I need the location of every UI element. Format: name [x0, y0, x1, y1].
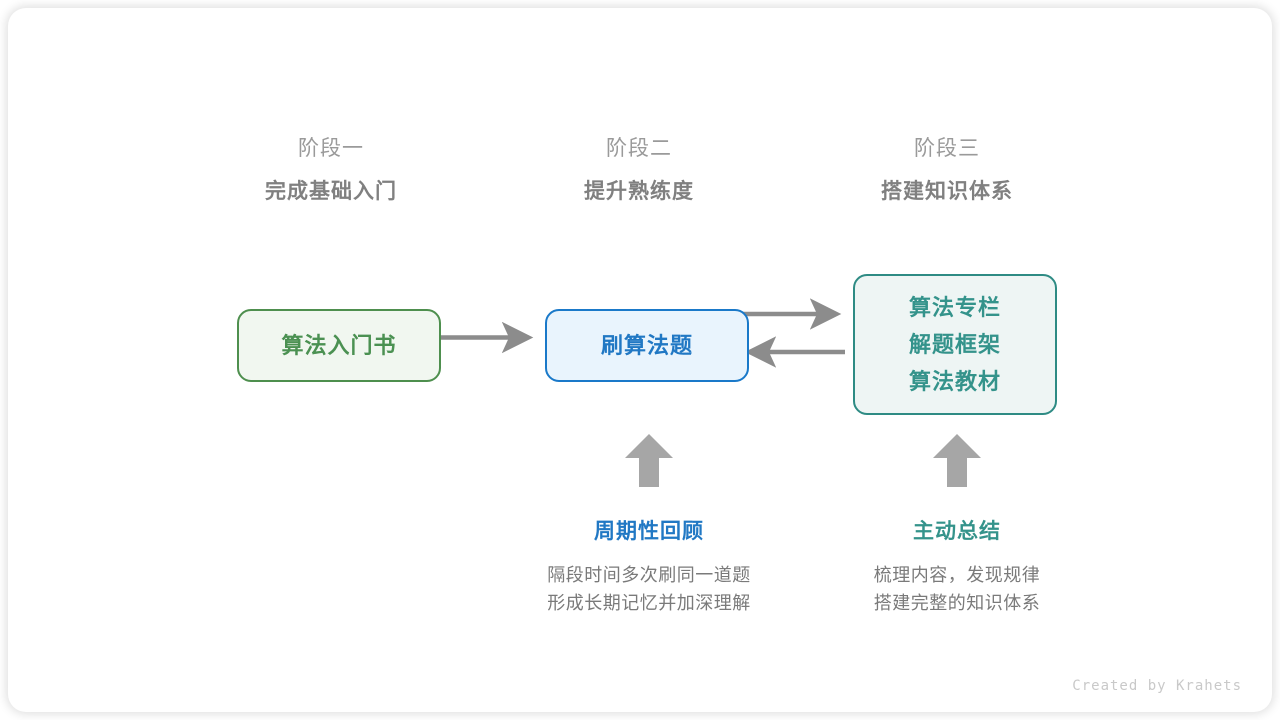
note-summary-body: 梳理内容，发现规律 搭建完整的知识体系 [807, 561, 1107, 617]
note-review-body-line-2: 形成长期记忆并加深理解 [547, 593, 751, 613]
node-practice-line-1: 刷算法题 [600, 333, 693, 358]
node-resources-line-3: 算法教材 [908, 369, 1001, 394]
note-summary-title: 主动总结 [913, 520, 1001, 543]
note-review-body: 隔段时间多次刷同一道题 形成长期记忆并加深理解 [499, 561, 799, 617]
credit-text: Created by Krahets [1072, 678, 1242, 694]
arrow-summary-up [933, 434, 981, 487]
stage-title-2: 提升熟练度 [584, 180, 694, 203]
note-periodic-review: 周期性回顾 隔段时间多次刷同一道题 形成长期记忆并加深理解 [499, 517, 799, 617]
stage-header-1: 阶段一 完成基础入门 [201, 134, 461, 208]
arrow-review-up [625, 434, 673, 487]
stage-label-1: 阶段一 [298, 137, 364, 160]
note-review-body-line-1: 隔段时间多次刷同一道题 [547, 565, 751, 585]
note-active-summary: 主动总结 梳理内容，发现规律 搭建完整的知识体系 [807, 517, 1107, 617]
note-review-title: 周期性回顾 [594, 520, 704, 543]
stage-header-2: 阶段二 提升熟练度 [509, 134, 769, 208]
stage-label-2: 阶段二 [606, 137, 672, 160]
stage-title-3: 搭建知识体系 [881, 180, 1013, 203]
stage-header-3: 阶段三 搭建知识体系 [817, 134, 1077, 208]
stage-title-1: 完成基础入门 [265, 180, 397, 203]
stage-label-3: 阶段三 [914, 137, 980, 160]
node-resources-line-1: 算法专栏 [908, 295, 1001, 320]
node-book-line-1: 算法入门书 [281, 333, 397, 358]
node-algorithm-intro-book[interactable]: 算法入门书 [237, 309, 441, 382]
node-learning-resources[interactable]: 算法专栏 解题框架 算法教材 [853, 274, 1057, 415]
note-summary-body-line-2: 搭建完整的知识体系 [873, 593, 1041, 613]
node-resources-line-2: 解题框架 [908, 332, 1001, 357]
diagram-canvas: 阶段一 完成基础入门 阶段二 提升熟练度 阶段三 搭建知识体系 算法入门书 刷算… [8, 8, 1272, 712]
note-summary-body-line-1: 梳理内容，发现规律 [873, 565, 1041, 585]
node-practice-problems[interactable]: 刷算法题 [545, 309, 749, 382]
